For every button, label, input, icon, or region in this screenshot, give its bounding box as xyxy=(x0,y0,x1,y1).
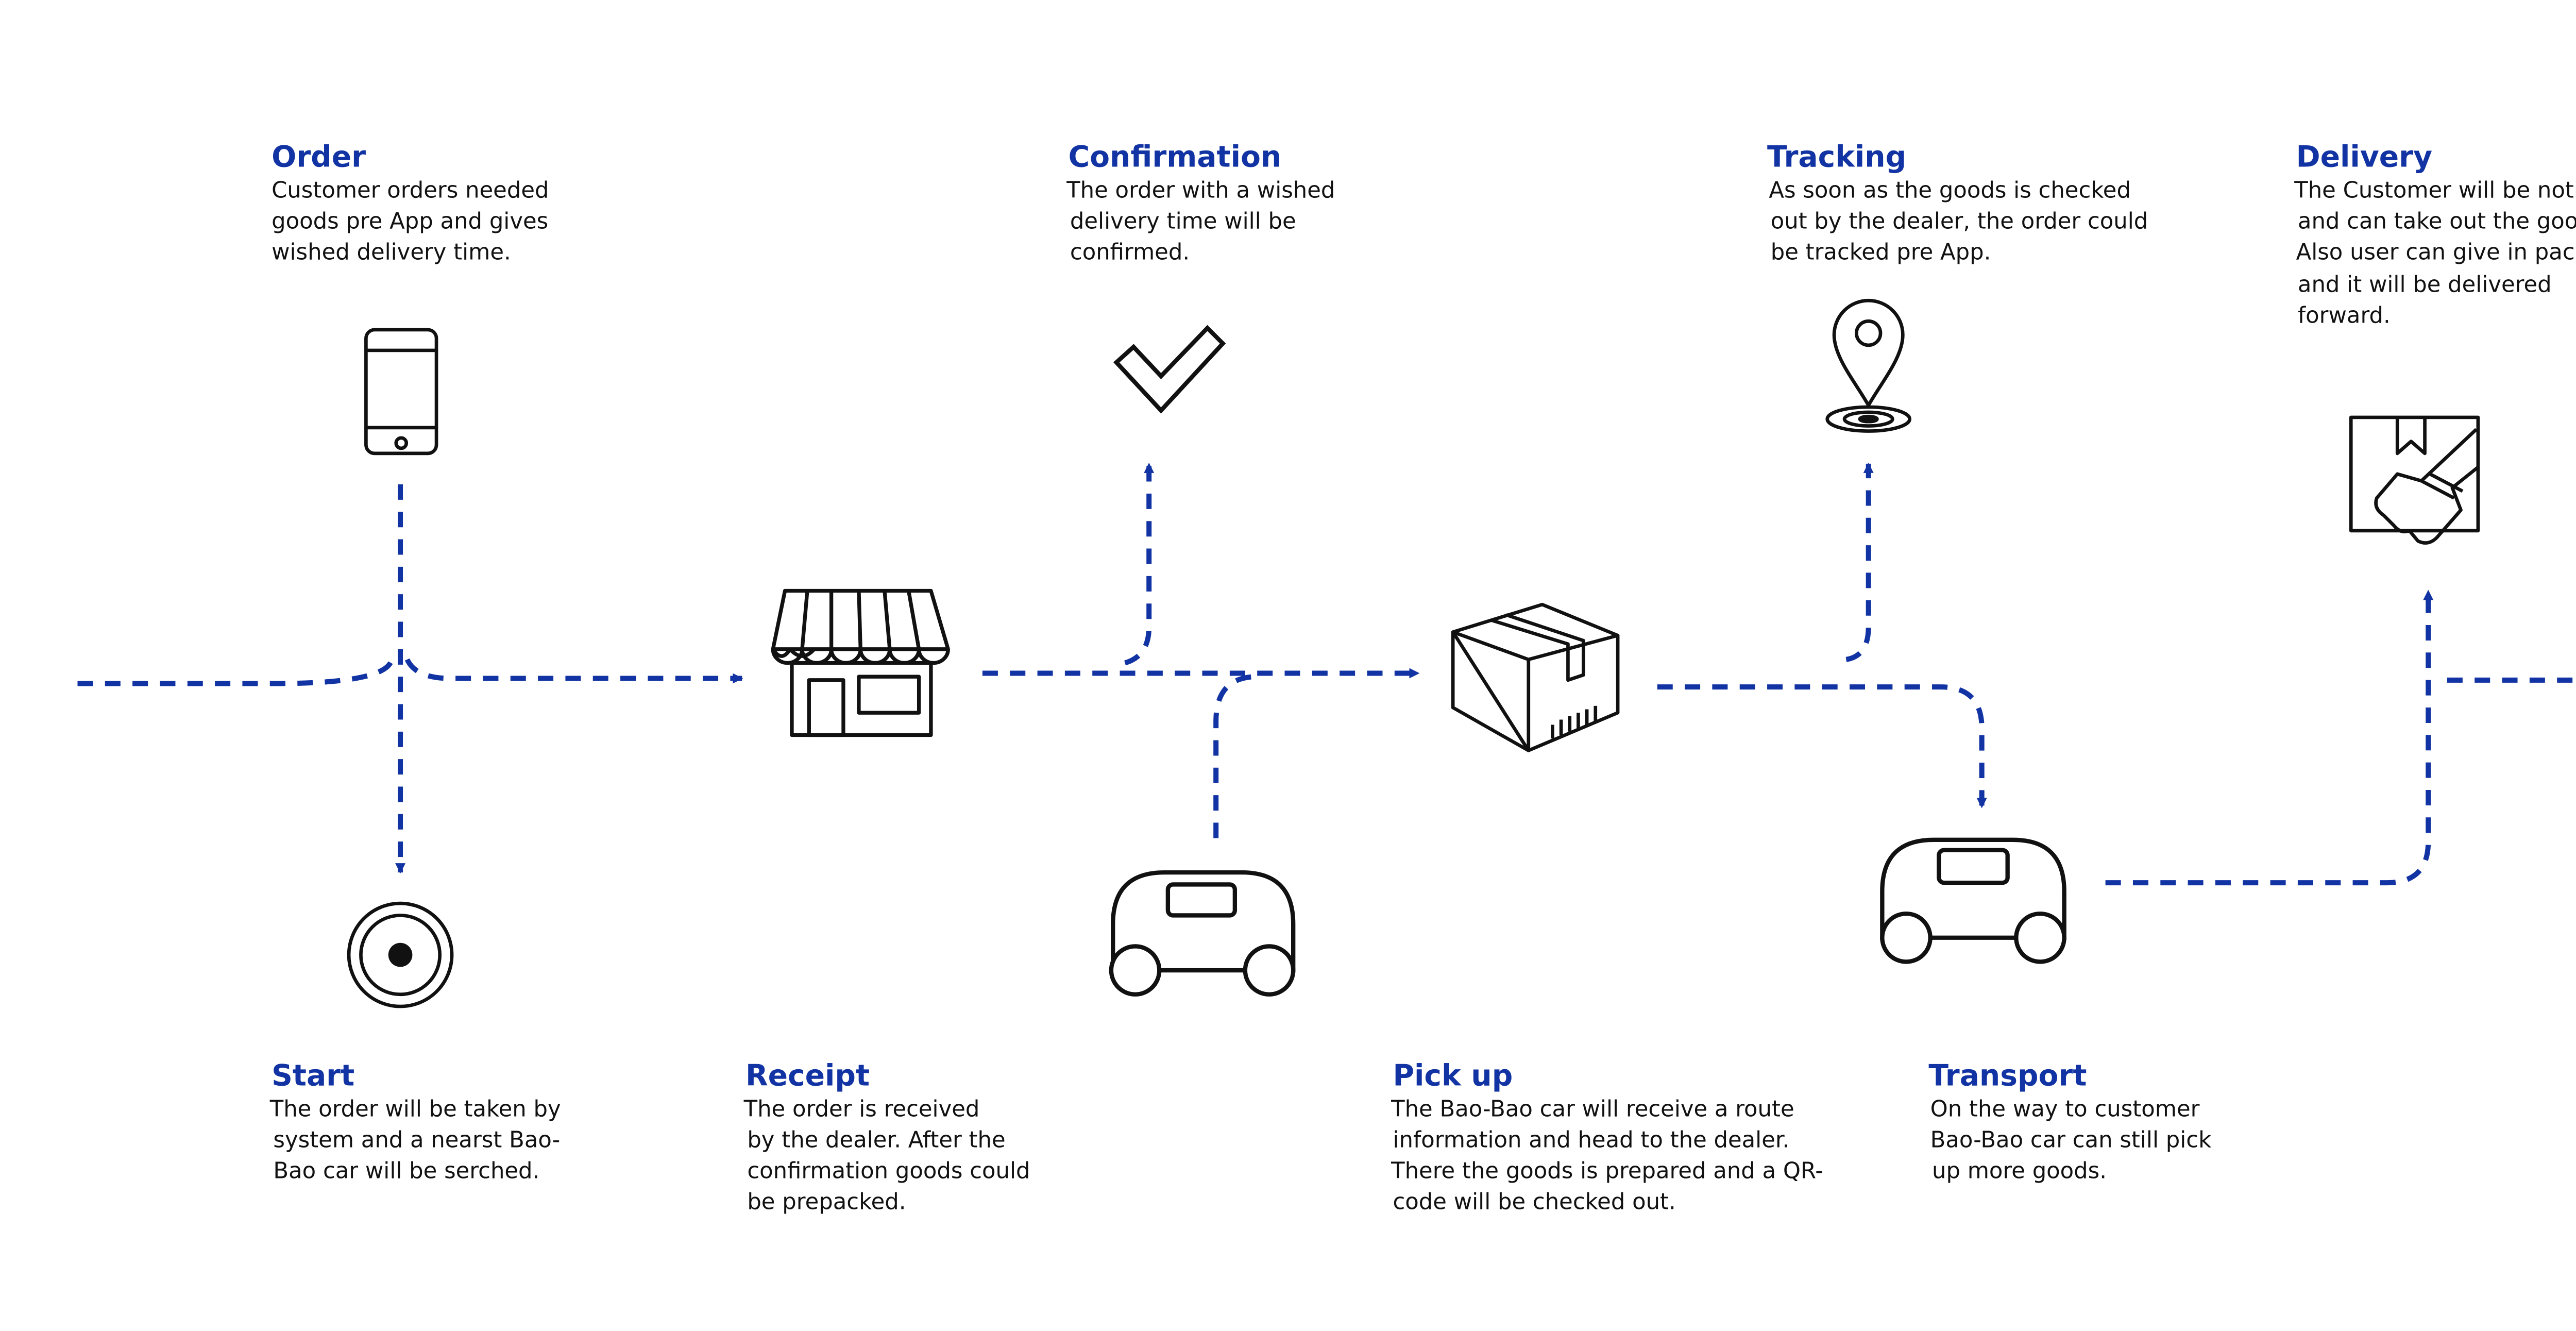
step-desc-line: information and head to the dealer. xyxy=(1393,1127,1789,1153)
step-desc-line: There the goods is prepared and a QR- xyxy=(1391,1158,1823,1184)
connector-entry xyxy=(77,659,395,686)
step-desc-line: The Bao-Bao car will receive a route xyxy=(1391,1096,1794,1122)
step-desc-line: Customer orders needed xyxy=(272,177,549,203)
step-desc-line: Also user can give in package xyxy=(2296,239,2576,265)
hand-package-icon xyxy=(2349,415,2480,545)
step-desc-line: On the way to customer xyxy=(1930,1096,2200,1122)
step-tracking: Tracking As soon as the goods is checked… xyxy=(1767,140,2148,265)
step-title: Confirmation xyxy=(1069,140,1282,174)
step-desc-line: system and a nearst Bao- xyxy=(273,1127,560,1153)
step-desc-line: confirmed. xyxy=(1070,239,1190,265)
step-desc-line: Bao-Bao car can still pick xyxy=(1930,1127,2212,1153)
connector-transport-to-delivery xyxy=(2105,589,2434,886)
step-desc-line: Bao car will be serched. xyxy=(273,1158,539,1184)
step-delivery: Delivery The Customer will be notified a… xyxy=(2294,140,2576,328)
connector-to-tracking xyxy=(1845,462,1874,662)
start-target-icon xyxy=(347,901,454,1008)
step-title: Tracking xyxy=(1767,140,1906,174)
store-icon xyxy=(771,588,950,737)
step-title: Delivery xyxy=(2296,140,2432,174)
step-title: Pick up xyxy=(1393,1058,1513,1092)
step-title: Receipt xyxy=(745,1058,870,1092)
step-desc-line: The order is received xyxy=(743,1096,980,1122)
step-desc-line: As soon as the goods is checked xyxy=(1769,177,2131,203)
connector-car-to-route xyxy=(1213,674,1258,838)
connector-pickup-to-transport xyxy=(1657,684,1987,808)
step-title: Start xyxy=(272,1058,354,1092)
step-desc-line: code will be checked out. xyxy=(1393,1189,1675,1215)
step-desc-line: The order with a wished xyxy=(1066,177,1335,203)
package-box-icon xyxy=(1451,602,1620,752)
step-desc-line: confirmation goods could xyxy=(747,1158,1030,1184)
smartphone-icon xyxy=(364,328,438,456)
step-desc-line: delivery time will be xyxy=(1070,208,1296,234)
step-pickup: Pick up The Bao-Bao car will receive a r… xyxy=(1391,1058,1823,1215)
step-desc-line: be prepacked. xyxy=(747,1189,906,1215)
connector-start-to-receipt xyxy=(404,658,743,684)
step-start: Start The order will be taken by system … xyxy=(269,1058,561,1184)
step-desc-line: goods pre App and gives xyxy=(272,208,548,234)
step-desc-line: out by the dealer, the order could xyxy=(1771,208,2148,234)
step-transport: Transport On the way to customer Bao-Bao… xyxy=(1928,1058,2211,1184)
step-confirmation: Confirmation The order with a wished del… xyxy=(1066,140,1335,265)
step-desc-line: by the dealer. After the xyxy=(747,1127,1005,1153)
step-desc-line: be tracked pre App. xyxy=(1771,239,1991,265)
step-desc-line: and it will be delivered xyxy=(2298,272,2552,298)
pickup-car-icon xyxy=(1109,870,1296,997)
step-desc-line: The Customer will be notified xyxy=(2294,177,2576,203)
step-desc-line: wished delivery time. xyxy=(272,239,511,265)
checkmark-icon xyxy=(1113,325,1226,414)
step-desc-line: up more goods. xyxy=(1932,1158,2107,1184)
bao-bao-car-icon xyxy=(1880,837,2066,964)
step-order: Order Customer orders needed goods pre A… xyxy=(272,140,549,265)
step-title: Transport xyxy=(1928,1058,2087,1092)
flow-connectors xyxy=(77,462,2576,886)
step-receipt: Receipt The order is received by the dea… xyxy=(743,1058,1030,1215)
step-title: Order xyxy=(272,140,366,174)
connector-to-confirmation xyxy=(1124,462,1155,666)
location-pin-icon xyxy=(1825,299,1912,433)
step-desc-line: forward. xyxy=(2298,303,2391,329)
step-desc-line: The order will be taken by xyxy=(269,1096,561,1122)
text-layer: Order Customer orders needed goods pre A… xyxy=(269,140,2576,1215)
step-desc-line: and can take out the goods. xyxy=(2298,208,2576,234)
